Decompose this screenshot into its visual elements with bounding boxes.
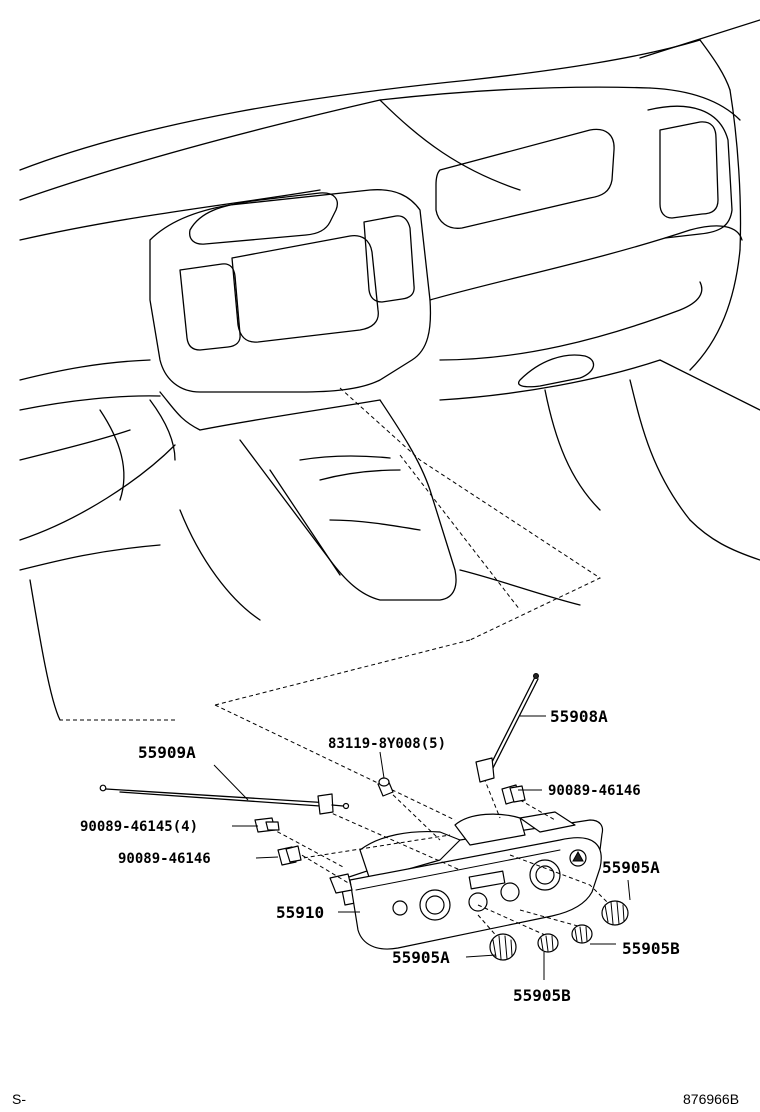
knob-55905b-bottom	[537, 933, 559, 953]
label-90089-46146-top: 90089-46146	[548, 783, 641, 799]
label-55905a-bottom: 55905A	[392, 948, 450, 967]
cable-55909a	[99, 784, 350, 815]
leader-lines	[213, 715, 631, 980]
drawing-number: 876966B	[683, 1091, 739, 1107]
label-55908a: 55908A	[550, 707, 608, 726]
label-83119-8y008: 83119-8Y008(5)	[328, 736, 446, 752]
knob-55905a-right	[601, 900, 629, 926]
label-90089-46145: 90089-46145(4)	[80, 819, 198, 835]
dashboard-illustration	[19, 19, 760, 821]
clip-90089-46145	[254, 817, 280, 833]
label-55905b-bottom: 55905B	[513, 986, 571, 1005]
clip-90089-46146-top	[501, 784, 526, 805]
knob-55905b-right	[571, 924, 593, 944]
heater-control-assembly	[329, 811, 604, 950]
footer-left-code: S-	[12, 1091, 26, 1107]
clip-90089-46146-left	[277, 845, 302, 866]
label-55905b-right: 55905B	[622, 939, 680, 958]
label-55905a-right: 55905A	[602, 858, 660, 877]
label-90089-46146-left: 90089-46146	[118, 851, 211, 867]
cable-55908a	[475, 673, 539, 783]
label-55909a: 55909A	[138, 743, 196, 762]
bulb-83119	[377, 777, 394, 797]
assembly-dashed-lines	[264, 777, 611, 941]
label-55910: 55910	[276, 903, 324, 922]
knob-55905a-bottom	[489, 933, 517, 961]
